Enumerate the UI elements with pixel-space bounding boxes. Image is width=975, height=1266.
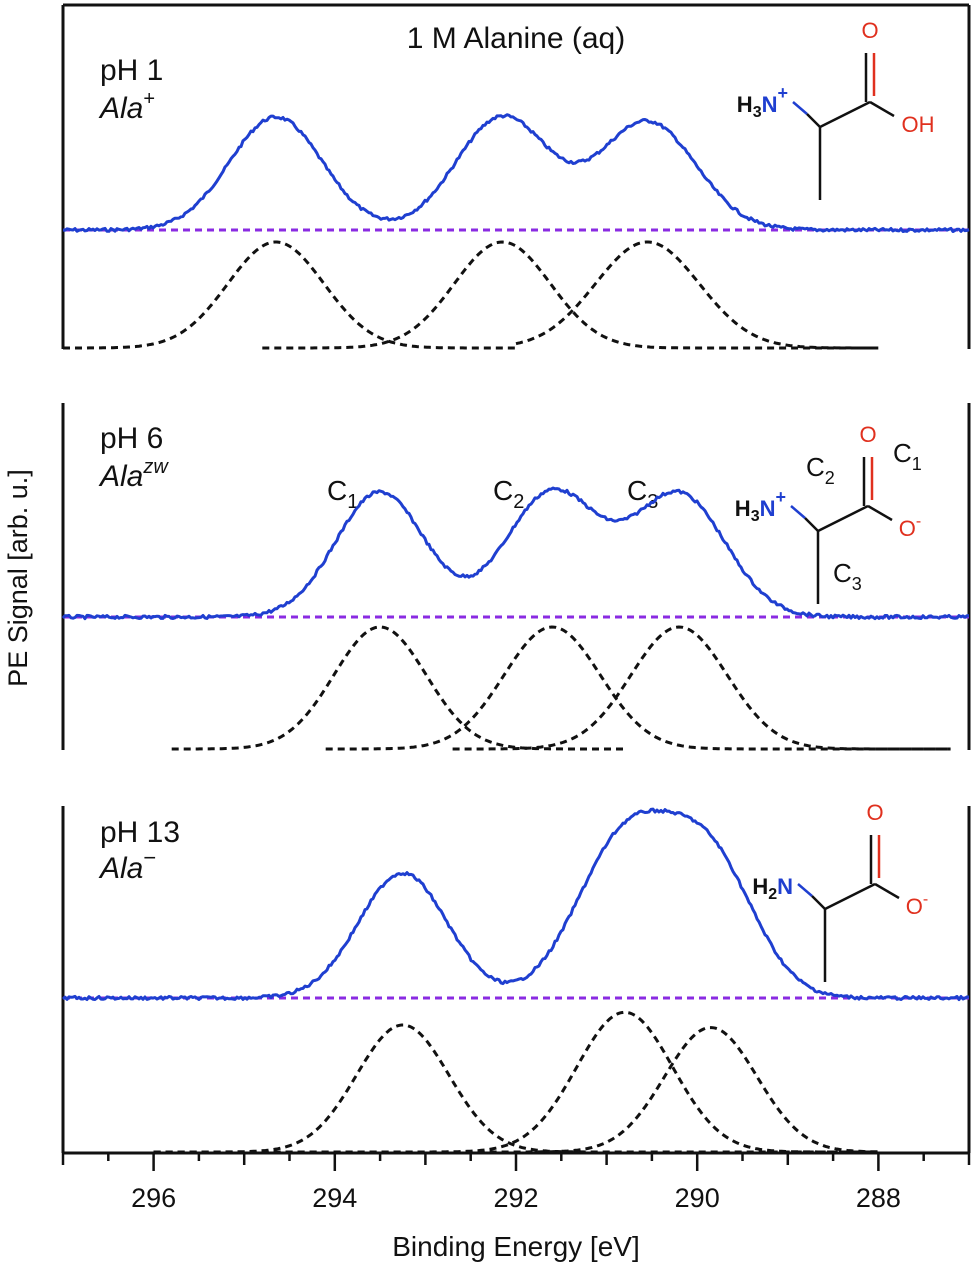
x-ticks: 296 294 292 290 288 [61, 1153, 971, 1213]
bond-c-o [869, 100, 895, 118]
fit-component-line-2 [325, 625, 950, 751]
species-sup: zw [142, 456, 169, 478]
panel-ph1: pH 1 Ala+ [61, 3, 971, 350]
x-tick-label: 294 [312, 1183, 357, 1213]
series-group [62, 113, 970, 350]
species-base: Ala [98, 460, 143, 493]
species-sup: + [143, 88, 155, 110]
atom-amine: H3N+ [737, 83, 788, 121]
peak-label-2: C2 [493, 475, 524, 513]
fit-component-line-1 [63, 240, 515, 350]
atom-o: O [866, 800, 883, 825]
carbon-label-3: C3 [833, 558, 862, 594]
species-base: Ala [98, 92, 143, 125]
fit-component-line-3 [153, 1026, 878, 1154]
species-base: Ala [98, 852, 143, 885]
bond-n [790, 505, 806, 519]
x-tick-label: 296 [131, 1183, 176, 1213]
bond-n-ca [804, 517, 819, 532]
atom-o-single: O- [906, 891, 928, 919]
measured-spectrum-line [61, 807, 970, 1002]
bond-n [797, 883, 813, 897]
bond-c-o [867, 504, 893, 522]
atom-o: O [859, 422, 876, 447]
x-tick-label: 290 [675, 1183, 720, 1213]
panel-ph13: pH 13 Ala− 296 294 292 290 288 [61, 806, 971, 1213]
panel-label: pH 1 [100, 54, 163, 87]
molecule-ala-plus: O OH H3N+ [737, 18, 935, 200]
atom-o-single: O- [899, 513, 921, 541]
bond-n-ca [806, 113, 821, 128]
molecule-ala-minus: O O- H2N [752, 800, 928, 982]
carbon-label-2: C2 [806, 452, 835, 488]
species-label: Ala+ [98, 88, 155, 125]
carbon-label-1: C1 [893, 438, 922, 474]
bond-c-o [874, 882, 900, 900]
bond-ca-c [817, 504, 869, 533]
atom-amine: H2N [752, 874, 793, 903]
fit-component-line-1 [171, 625, 624, 751]
series-group [61, 807, 970, 1154]
bond-n [792, 101, 808, 115]
fit-component-line-2 [153, 1010, 878, 1154]
bond-ca-c [824, 882, 876, 911]
measured-spectrum-line [61, 486, 970, 621]
bond-n-ca [811, 895, 826, 910]
fit-component-line-3 [452, 625, 951, 751]
x-tick-label: 292 [493, 1183, 538, 1213]
fit-component-line-1 [153, 1023, 878, 1154]
x-axis-label: Binding Energy [eV] [392, 1231, 640, 1262]
species-label: Ala− [98, 845, 156, 885]
panel-label: pH 6 [100, 422, 163, 455]
atom-o: O [861, 18, 878, 43]
x-tick-label: 288 [856, 1183, 901, 1213]
chart-title: 1 M Alanine (aq) [407, 22, 625, 55]
species-label: Alazw [98, 456, 169, 493]
fit-component-line-2 [262, 240, 879, 350]
species-sup: − [143, 845, 156, 870]
bond-ca-c [819, 100, 871, 129]
fit-component-line-3 [515, 240, 878, 350]
y-axis-label: PE Signal [arb. u.] [3, 469, 33, 687]
atom-amine: H3N+ [735, 487, 786, 525]
measured-spectrum-line [62, 113, 970, 233]
atom-o-single: OH [902, 112, 935, 137]
panel-label: pH 13 [100, 816, 180, 849]
series-group [61, 486, 970, 751]
peak-label-1: C1 [327, 475, 358, 513]
